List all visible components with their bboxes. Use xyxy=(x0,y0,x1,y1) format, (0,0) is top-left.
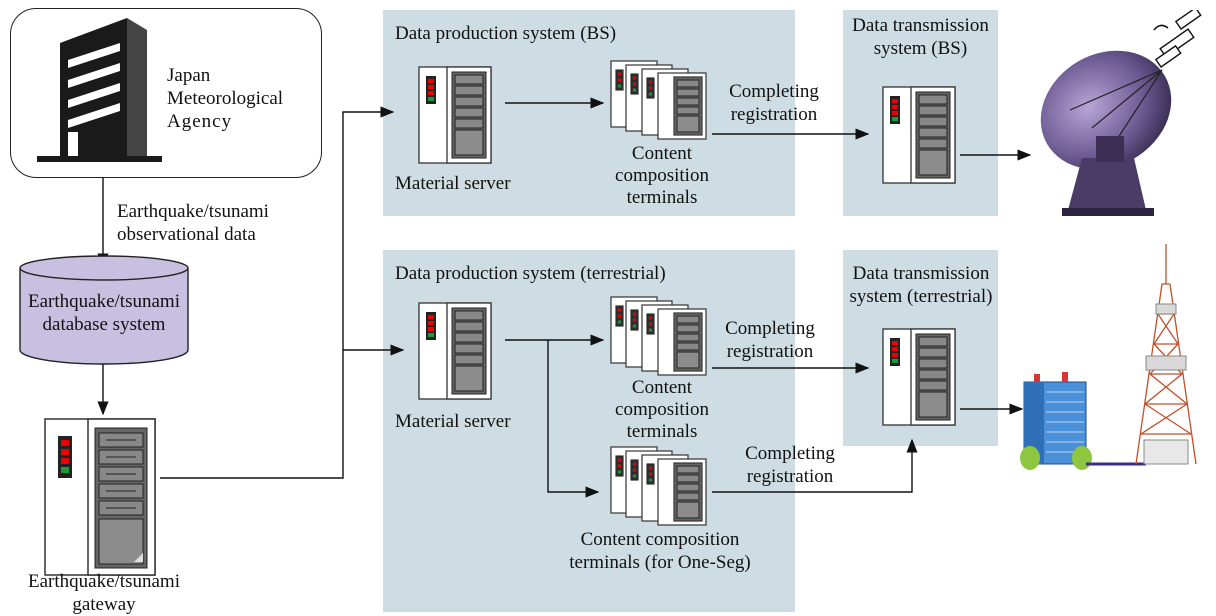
gateway-to-production-line xyxy=(160,106,395,479)
bs-material-server-icon xyxy=(418,66,492,164)
oneseg-to-transmission-arrow xyxy=(712,438,918,493)
agency-label-line2: Meteorological xyxy=(167,88,284,109)
terrestrial-transmission-label-line2: system (terrestrial) xyxy=(849,286,993,307)
bs-terminals-label-line1: Content xyxy=(631,143,693,164)
agency-label-line3: Agency xyxy=(167,111,233,132)
observational-label-line2: observational data xyxy=(117,224,256,245)
terrestrial-terminals-label-line2: composition xyxy=(615,399,709,420)
oneseg-completing-label-line2: registration xyxy=(746,466,834,487)
broadcast-station-tower-icon xyxy=(1020,244,1197,470)
bs-transmission-label-line2: system (BS) xyxy=(873,38,968,59)
observational-label-line1: Earthquake/tsunami xyxy=(117,201,269,222)
gateway-label-line1: Earthquake/tsunami xyxy=(28,571,180,592)
oneseg-terminals-label-line1: Content composition xyxy=(580,529,740,550)
oneseg-terminals-label-line2: terminals (for One-Seg) xyxy=(569,552,751,573)
terrestrial-terminals-label-line3: terminals xyxy=(626,421,698,442)
terrestrial-material-server-label: Material server xyxy=(395,411,511,432)
terrestrial-transmission-label-line1: Data transmission xyxy=(852,263,990,284)
database-cylinder-icon xyxy=(19,255,189,365)
bs-material-server-label: Material server xyxy=(395,173,511,194)
terrestrial-terminals-label-line1: Content xyxy=(631,377,693,398)
terrestrial-material-server-icon xyxy=(418,302,492,400)
parabolic-antenna-icon xyxy=(1040,50,1172,216)
bs-terminals-label-line2: composition xyxy=(615,165,709,186)
bs-content-terminals-icon xyxy=(610,60,707,140)
terrestrial-completing-label-line1: Completing xyxy=(725,318,815,339)
satellite-icon xyxy=(1153,10,1202,68)
oneseg-content-terminals-icon xyxy=(610,446,707,526)
bs-terminals-label-line3: terminals xyxy=(626,187,698,208)
bs-transmission-label-line1: Data transmission xyxy=(852,15,989,36)
oneseg-completing-label-line1: Completing xyxy=(745,443,835,464)
bs-transmission-server-icon xyxy=(882,86,956,184)
terrestrial-transmission-server-icon xyxy=(882,328,956,426)
terrestrial-completing-label-line2: registration xyxy=(726,341,814,362)
bs-completing-label-line1: Completing xyxy=(729,81,819,102)
terrestrial-production-title: Data production system (terrestrial) xyxy=(395,263,666,284)
terrestrial-content-terminals-icon xyxy=(610,296,707,376)
terrestrial-branch-to-oneseg-arrow xyxy=(547,340,600,498)
bs-production-title: Data production system (BS) xyxy=(395,23,617,44)
database-label-line1: Earthquake/tsunami xyxy=(28,291,180,312)
gateway-server-icon xyxy=(44,418,156,576)
bs-completing-label-line2: registration xyxy=(730,104,818,125)
agency-label-line1: Japan xyxy=(167,65,211,86)
agency-building-icon xyxy=(37,18,162,162)
database-label-line2: database system xyxy=(42,314,166,335)
gateway-label-line2: gateway xyxy=(72,594,136,615)
